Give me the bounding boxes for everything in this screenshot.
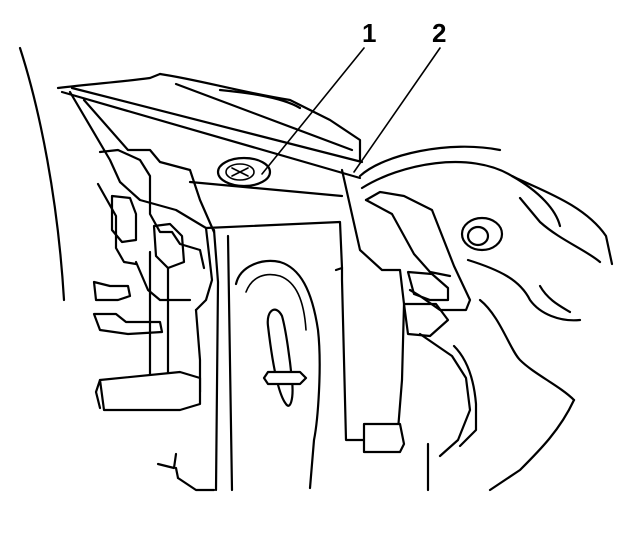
left-bracket-box-1 — [152, 222, 186, 270]
right-bracket — [364, 190, 472, 312]
left-lower-tab — [92, 280, 132, 302]
panel-top-edge-3 — [174, 82, 354, 152]
right-housing-lower — [466, 258, 582, 322]
top-cowl-line-2 — [158, 72, 362, 162]
left-connector — [98, 370, 202, 412]
panel-arch — [234, 259, 321, 490]
left-bracket-rib — [96, 182, 138, 266]
leader-line-1 — [261, 47, 365, 175]
callout-label-1: 1 — [362, 18, 376, 48]
bottom-left-tab — [156, 452, 180, 480]
right-knob-hole — [466, 225, 490, 247]
bottom-left-edge — [176, 476, 216, 492]
left-bracket-outer — [68, 90, 214, 312]
panel-left-edge — [212, 228, 220, 492]
left-bracket-inner — [82, 98, 216, 234]
panel-top-edge-2 — [70, 86, 364, 164]
strap-loop — [266, 308, 294, 407]
right-lower-bracket-2 — [418, 332, 472, 458]
strap-bar — [262, 370, 308, 386]
fastener-part — [216, 156, 272, 188]
left-bracket-box-2 — [110, 194, 138, 244]
panel-mid-horizontal — [188, 180, 344, 198]
panel-arch-inner — [245, 273, 307, 331]
callout-label-2: 2 — [432, 18, 446, 48]
right-housing-edge — [452, 344, 478, 448]
right-housing-curve — [478, 298, 576, 402]
panel-right-edge-inner — [334, 266, 366, 442]
right-housing-top — [360, 160, 562, 228]
right-housing-detail — [538, 284, 572, 314]
panel-right-edge — [340, 168, 406, 448]
right-housing-bottom — [488, 398, 576, 492]
panel-top-edge — [60, 90, 362, 180]
right-housing-lip — [518, 196, 602, 264]
right-housing-right — [510, 174, 614, 266]
panel-mid-horizontal-2 — [204, 220, 344, 270]
right-housing-upper — [358, 145, 502, 178]
top-cowl-line — [56, 72, 162, 90]
right-bracket-box — [406, 270, 450, 302]
left-connector-face — [94, 378, 102, 410]
leader-line-2 — [353, 47, 441, 173]
panel-left-edge-2 — [226, 234, 234, 492]
bottom-connector — [362, 422, 406, 454]
right-bracket-inner — [364, 198, 452, 278]
left-lower-tab-2 — [92, 312, 164, 336]
left-bracket-rib-2 — [134, 260, 192, 302]
dash-left-edge — [18, 46, 66, 302]
right-lower-bracket — [402, 302, 450, 338]
upper-rear-bracket — [218, 88, 302, 110]
left-bracket-face — [98, 148, 206, 270]
